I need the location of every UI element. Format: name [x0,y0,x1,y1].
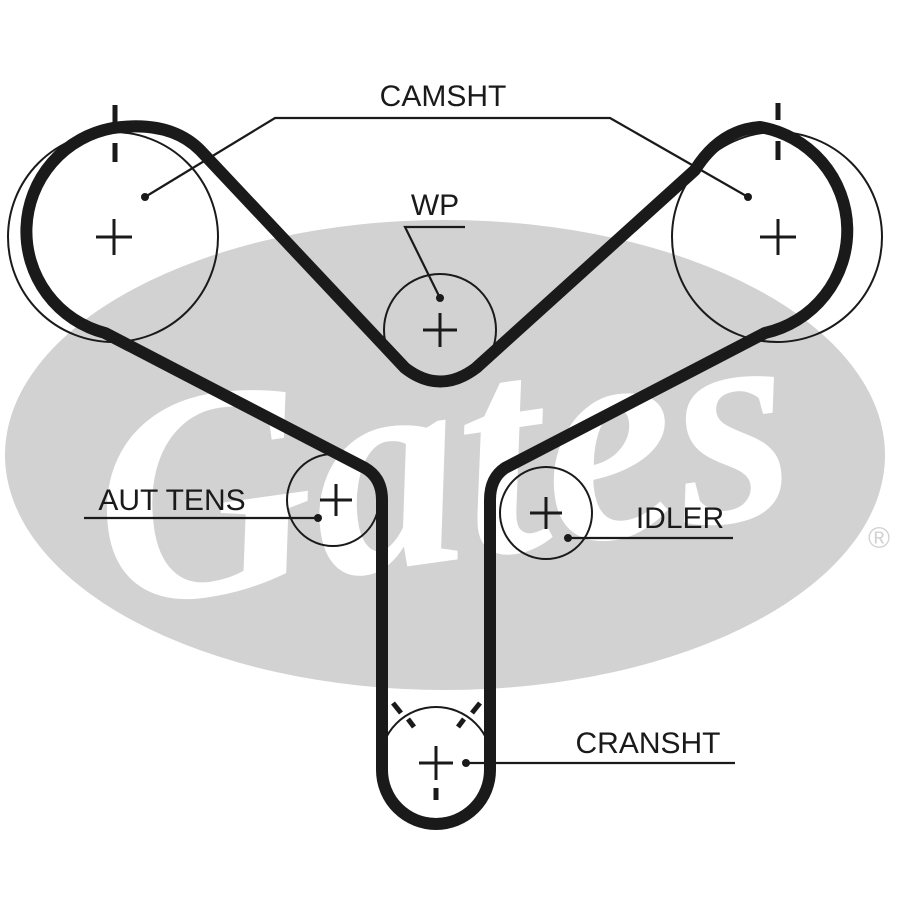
camshaft-label: CAMSHT [380,80,507,113]
crank-timing-mark-left [391,701,403,715]
left-camshaft-center-icon [96,219,132,255]
left-camshaft-ref-dot [141,193,149,201]
crankshaft-ref-dot [462,759,470,767]
idler-center-icon [530,497,562,529]
camshaft-leader [144,116,749,198]
crank-timing-mark-left-inner [406,717,416,729]
watermark-registered-mark: ® [868,522,890,555]
timing-belt [20,120,854,830]
water-pump-ref-dot [436,294,444,302]
right-camshaft-ref-dot [744,193,752,201]
crankshaft-label: CRANSHT [575,727,720,760]
crank-timing-mark-right-inner [456,717,466,729]
idler-label: IDLER [636,502,724,535]
auto-tensioner-center-icon [320,484,352,516]
leader-lines [84,116,752,767]
timing-marks [112,103,781,800]
idler-ref-dot [564,534,572,542]
crank-timing-mark-right [470,701,482,715]
watermark-ellipse [5,220,885,690]
right-camshaft-center-icon [760,219,796,255]
water-pump-center-icon [423,313,457,347]
water-pump-label: WP [411,189,459,222]
pulley-center-marks [96,219,796,780]
auto-tensioner-label: AUT TENS [98,484,245,517]
idler-pulley [499,466,593,560]
water-pump-leader [403,225,465,299]
crankshaft-center-icon [419,746,453,780]
auto-tensioner-ref-dot [314,514,322,522]
gates-watermark: Gates ® [5,220,890,690]
